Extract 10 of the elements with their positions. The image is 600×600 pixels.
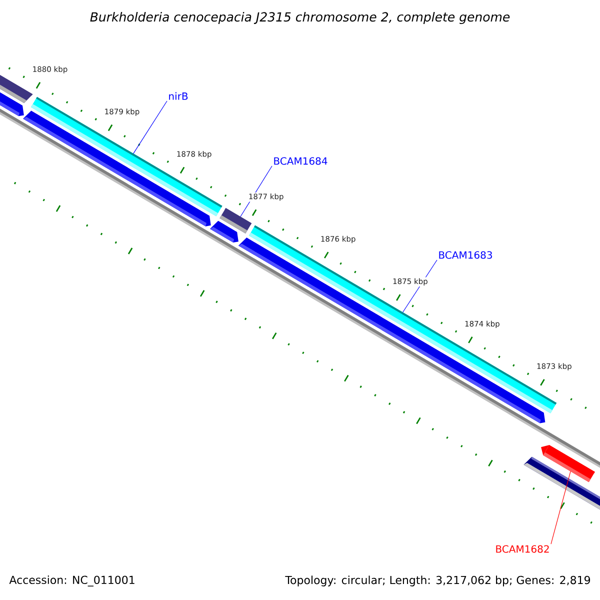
gene-label: BCAM1684 — [274, 157, 328, 165]
genome-info-text: Topology: circular; Length: 3,217,062 bp; Genes: 2,819 — [285, 576, 590, 586]
leader-line — [133, 100, 168, 154]
accession-text: Accession: NC_011001 — [9, 576, 134, 586]
title: Burkholderia cenocepacia J2315 chromosome 2, complete genome — [90, 12, 510, 24]
gene-feature — [220, 208, 252, 234]
gene-label: nirB — [169, 92, 188, 100]
gene-feature — [541, 444, 595, 482]
gene-label: BCAM1682 — [496, 545, 549, 553]
gene-label: BCAM1683 — [439, 251, 492, 259]
